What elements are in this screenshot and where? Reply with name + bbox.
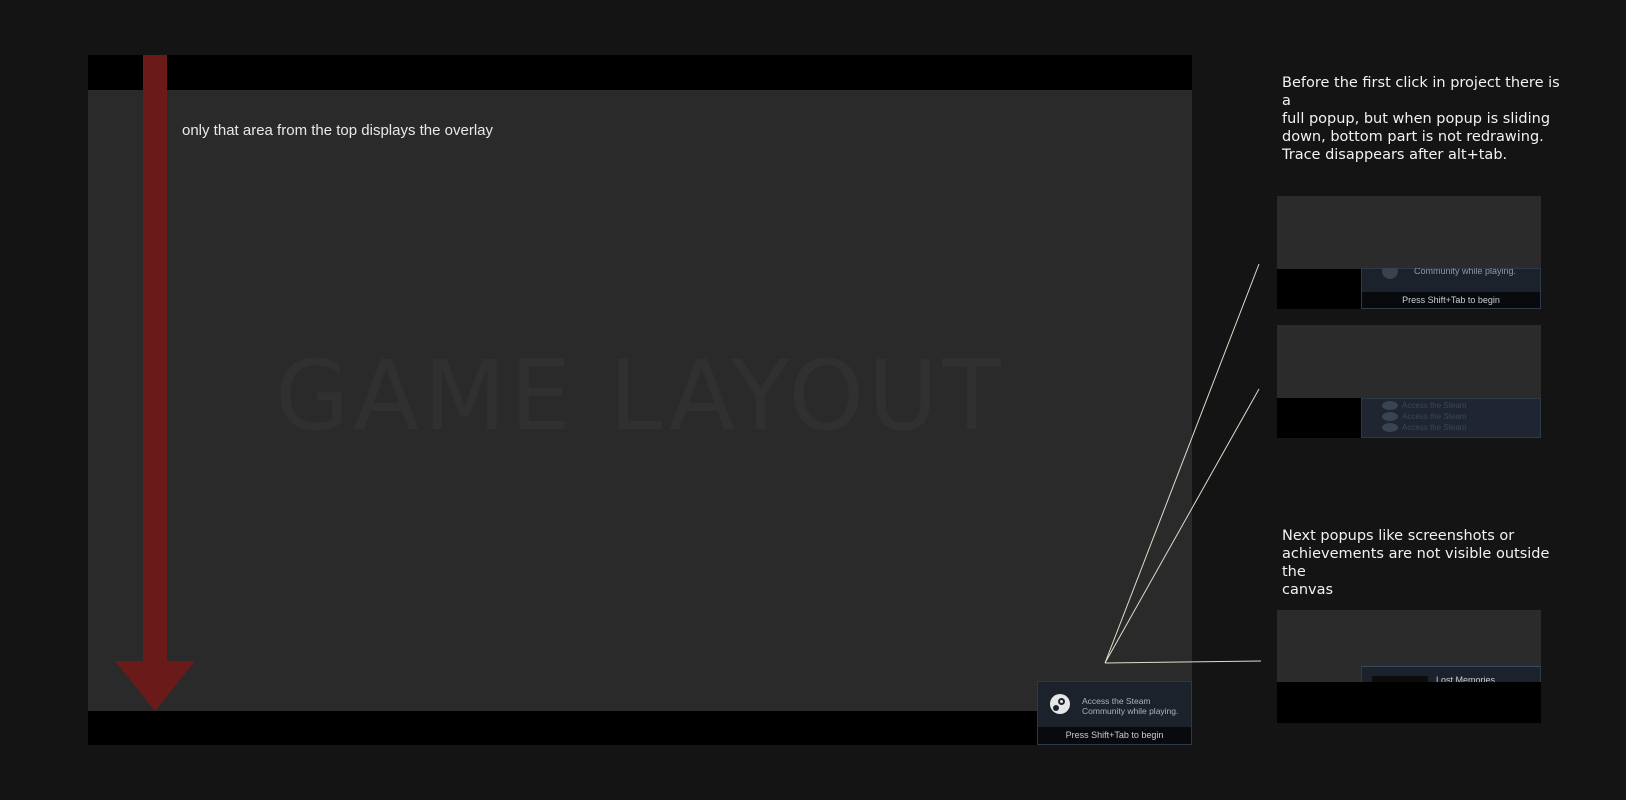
redraw-note: Before the first click in project there … — [1282, 74, 1567, 146]
redraw-note-line1: Before the first click in project there … — [1282, 75, 1560, 109]
thumb-popup-footer: Press Shift+Tab to begin — [1362, 292, 1540, 308]
popup-message-line2: Community while playing. — [1082, 706, 1179, 716]
ghost-text-2: Access the Steam — [1402, 412, 1467, 421]
thumb-letterbox — [1277, 682, 1541, 723]
steam-logo-icon — [1382, 401, 1398, 410]
screenshot-thumb-trace: Access the Steam Access the Steam Access… — [1277, 325, 1541, 438]
letterbox-top — [88, 55, 1192, 90]
steam-logo-icon — [1382, 412, 1398, 421]
trace-note: Trace disappears after alt+tab. — [1282, 147, 1508, 163]
thumb-popup-message: Community while playing. — [1414, 266, 1517, 276]
thumb-popup: Community while playing. Press Shift+Tab… — [1361, 263, 1541, 309]
next-popups-note-line3: canvas — [1282, 582, 1334, 598]
achievement-title: Lost Memories — [1436, 675, 1496, 685]
next-popups-note-line1: Next popups like screenshots or — [1282, 528, 1515, 544]
ghost-row-1: Access the Steam — [1362, 401, 1540, 410]
redraw-note-line2: full popup, but when popup is sliding — [1282, 111, 1551, 127]
popup-message-line1: Access the Steam — [1082, 696, 1151, 706]
steam-logo-icon — [1050, 694, 1070, 714]
ghost-row-2: Access the Steam — [1362, 412, 1540, 421]
redraw-note-line3: down, bottom part is not redrawing. — [1282, 129, 1544, 145]
thumb-popup-trace: Access the Steam Access the Steam Access… — [1361, 398, 1541, 438]
next-popups-note: Next popups like screenshots or achievem… — [1282, 527, 1567, 599]
ghost-text-3: Access the Steam — [1402, 423, 1467, 432]
letterbox-bottom — [88, 711, 1192, 745]
arrow-head — [115, 661, 195, 711]
next-popups-note-line2: achievements are not visible outside the — [1282, 546, 1550, 580]
steam-overlay-popup[interactable]: Access the Steam Community while playing… — [1037, 681, 1192, 745]
screenshot-thumb-cut-popup: Community while playing. Press Shift+Tab… — [1277, 196, 1541, 309]
game-canvas[interactable] — [88, 55, 1192, 745]
ghost-row-3: Access the Steam — [1362, 423, 1540, 432]
screenshot-thumb-achievement: Lost Memories — [1277, 610, 1541, 723]
arrow-down-icon — [143, 55, 167, 667]
popup-footer: Press Shift+Tab to begin — [1038, 727, 1191, 744]
overlay-area-note: only that area from the top displays the… — [182, 122, 494, 139]
thumb-canvas — [1277, 196, 1541, 268]
popup-message: Access the Steam Community while playing… — [1082, 696, 1190, 716]
steam-logo-icon — [1382, 423, 1398, 432]
ghost-text-1: Access the Steam — [1402, 401, 1467, 410]
game-layout-title: GAME LAYOUT — [275, 340, 1005, 452]
popup-body: Access the Steam Community while playing… — [1038, 682, 1191, 728]
